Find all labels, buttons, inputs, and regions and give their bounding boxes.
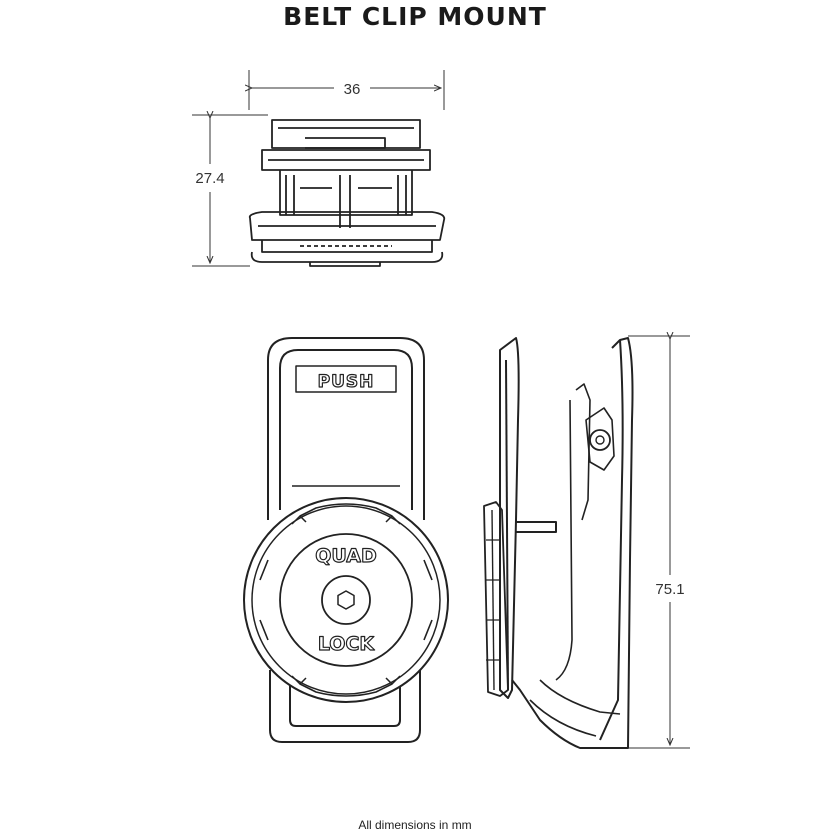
hex-socket-icon [337,590,355,610]
width-dimension [249,70,445,110]
height-dimension-side [590,336,690,749]
push-label: PUSH [318,372,375,392]
units-note: All dimensions in mm [358,818,472,832]
width-value: 36 [344,81,361,98]
diagram-title: BELT CLIP MOUNT [283,2,547,31]
side-view [483,336,690,749]
top-view [192,70,446,267]
height-value-side: 75.1 [655,581,684,598]
front-view: PUSH QUAD LOCK [243,337,449,743]
push-tab [295,365,397,393]
height-value-top: 27.4 [195,170,224,187]
center-bolt [321,575,371,625]
brand-quad: QUAD [315,545,376,567]
brand-lock: LOCK [318,633,376,655]
height-dimension-top [192,115,268,267]
